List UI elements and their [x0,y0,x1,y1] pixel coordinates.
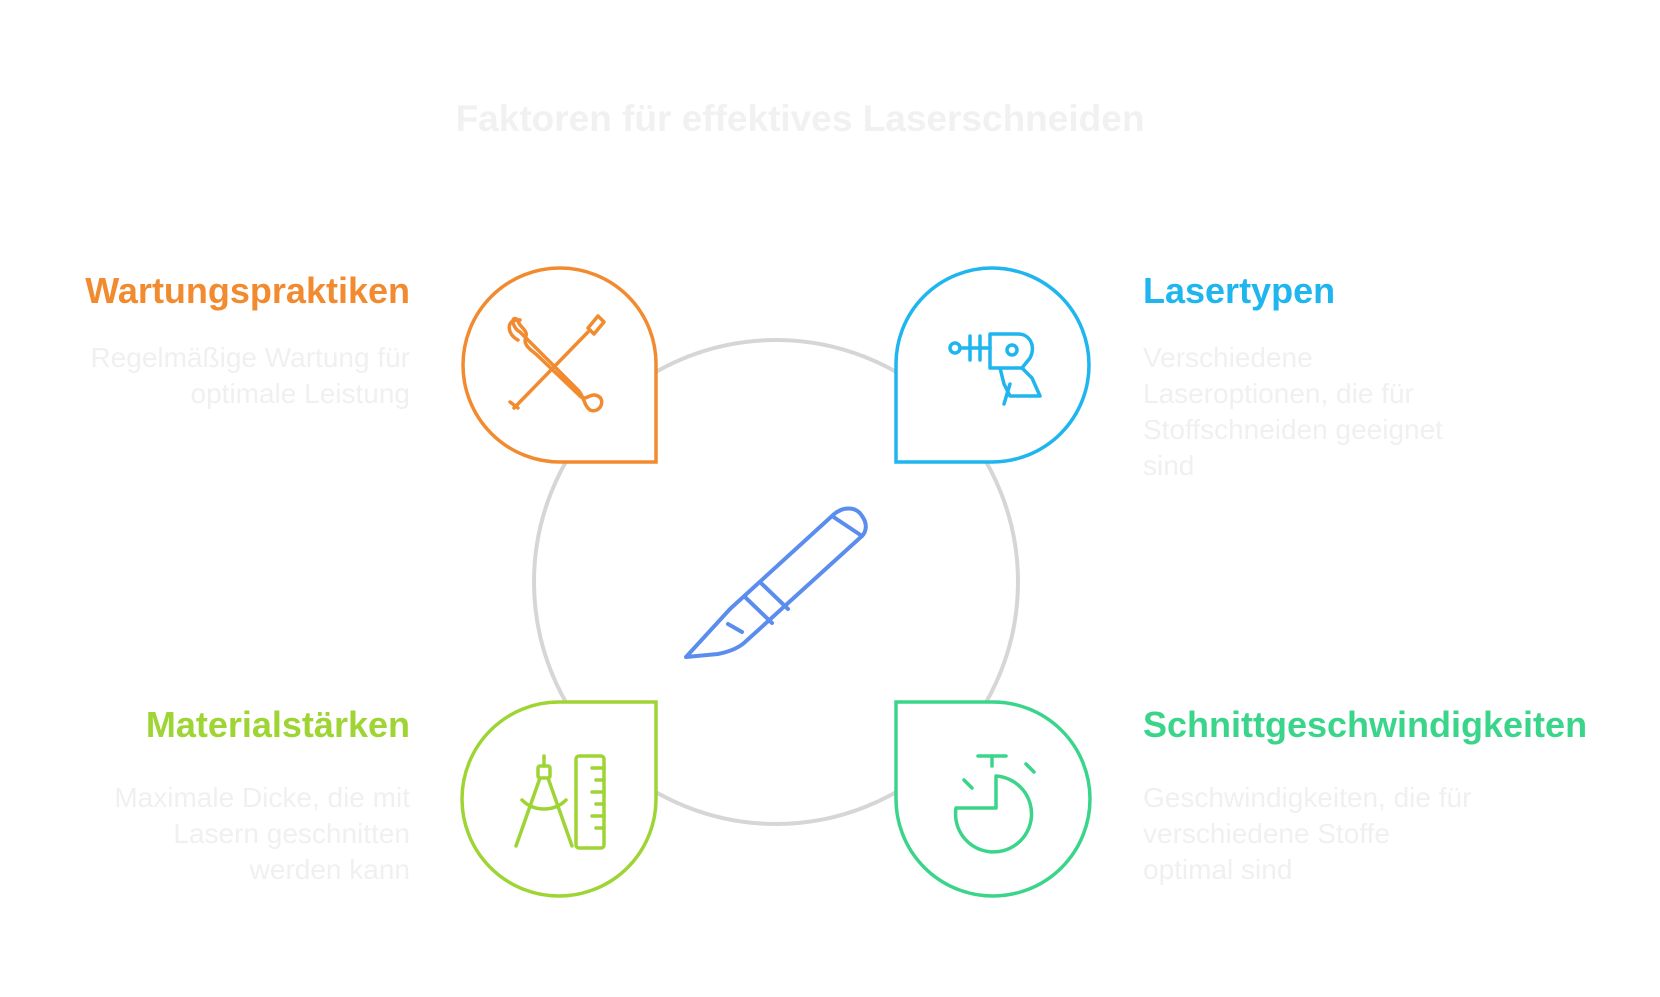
node-materialstaerken-shape [460,700,658,898]
desc-wartungspraktiken: Regelmäßige Wartung für optimale Leistun… [90,342,410,409]
stopwatch-icon [953,754,1036,854]
node-lasertypen [894,266,1091,464]
compass-ruler-icon [514,754,606,850]
node-lasertypen-shape [894,266,1091,464]
node-schnittgeschwindigkeiten [894,700,1092,898]
node-materialstaerken [460,700,658,898]
scalpel-icon [684,506,868,659]
label-materialstaerken: Materialstärken [145,704,410,745]
label-lasertypen: Lasertypen [1143,270,1336,311]
laser-gun-icon [948,332,1042,406]
desc-lasertypen: Verschiedene Laseroptionen, die für Stof… [1143,342,1443,481]
center-ring [532,338,1020,826]
node-schnittgeschwindigkeiten-shape [894,700,1092,898]
label-schnittgeschwindigkeiten: Schnittgeschwindigkeiten [1143,704,1588,745]
diagram-title: Faktoren für effektives Laserschneiden [455,98,1145,139]
desc-materialstaerken: Maximale Dicke, die mit Lasern geschnitt… [114,782,410,885]
desc-schnittgeschwindigkeiten: Geschwindigkeiten, die für verschiedene … [1143,782,1472,885]
node-wartung [461,266,658,464]
node-wartung-shape [461,266,658,464]
label-wartungspraktiken: Wartungspraktiken [85,270,410,311]
tools-icon [507,314,606,413]
